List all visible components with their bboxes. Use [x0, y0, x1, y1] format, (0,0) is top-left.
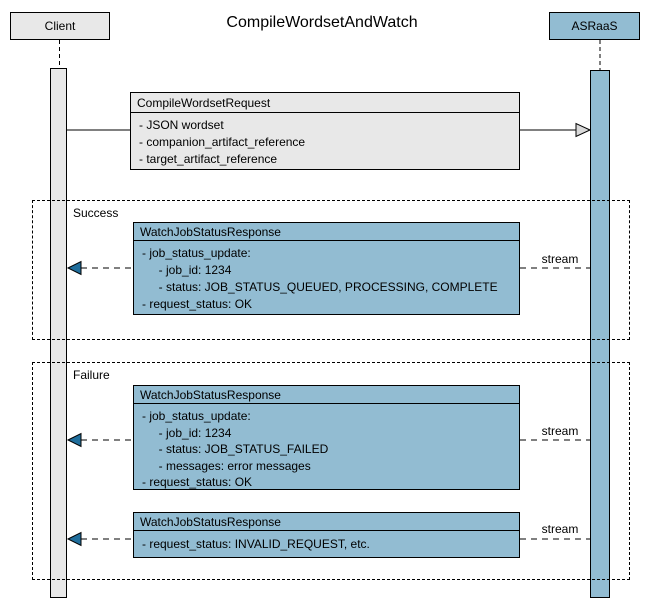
stream-label: stream [541, 424, 579, 438]
watch-job-status-response-box-failure-2: WatchJobStatusResponse - request_status:… [133, 512, 520, 558]
message-field: - job_id: 1234 [142, 263, 232, 277]
watch-job-status-response-box-failure-1: WatchJobStatusResponse - job_status_upda… [133, 385, 520, 490]
message-field: - JSON wordset [139, 118, 224, 132]
message-body: - job_status_update: - job_id: 1234 - st… [134, 404, 519, 491]
diagram-title: CompileWordsetAndWatch [226, 14, 418, 31]
watch-job-status-response-box-success: WatchJobStatusResponse - job_status_upda… [133, 222, 520, 315]
failure-fragment-label: Failure [73, 368, 110, 382]
message-body: - JSON wordset - companion_artifact_refe… [131, 113, 519, 168]
message-field: - request_status: OK [142, 475, 253, 489]
actor-asraas-label: ASRaaS [571, 19, 618, 33]
asraas-activation-bar [590, 70, 610, 598]
arrowhead-right-open-icon [575, 122, 592, 138]
success-fragment-frame [32, 200, 630, 340]
actor-client-label: Client [44, 19, 76, 33]
stream-label: stream [541, 252, 579, 266]
message-field: - companion_artifact_reference [139, 135, 306, 149]
message-field: - status: JOB_STATUS_QUEUED, PROCESSING,… [142, 280, 498, 294]
message-title: WatchJobStatusResponse [134, 223, 519, 241]
message-body: - job_status_update: - job_id: 1234 - st… [134, 241, 519, 313]
message-field: - job_status_update: [142, 246, 251, 260]
message-title: WatchJobStatusResponse [134, 386, 519, 404]
message-field: - request_status: OK [142, 297, 253, 311]
message-title: CompileWordsetRequest [131, 93, 519, 113]
compile-wordset-request-box: CompileWordsetRequest - JSON wordset - c… [130, 92, 520, 170]
failure-fragment-frame [32, 362, 630, 580]
actor-asraas-box: ASRaaS [549, 12, 640, 40]
message-field: - job_status_update: [142, 409, 251, 423]
message-body: - request_status: INVALID_REQUEST, etc. [134, 531, 519, 553]
success-fragment-label: Success [73, 206, 119, 220]
message-field: - messages: error messages [142, 458, 311, 473]
message-field: - status: JOB_STATUS_FAILED [142, 442, 329, 456]
message-title: WatchJobStatusResponse [134, 513, 519, 531]
message-field: - target_artifact_reference [139, 152, 278, 166]
message-field: - request_status: INVALID_REQUEST, etc. [142, 537, 370, 551]
message-field: - job_id: 1234 [142, 425, 232, 440]
actor-client-box: Client [10, 12, 110, 40]
stream-label: stream [541, 522, 579, 536]
